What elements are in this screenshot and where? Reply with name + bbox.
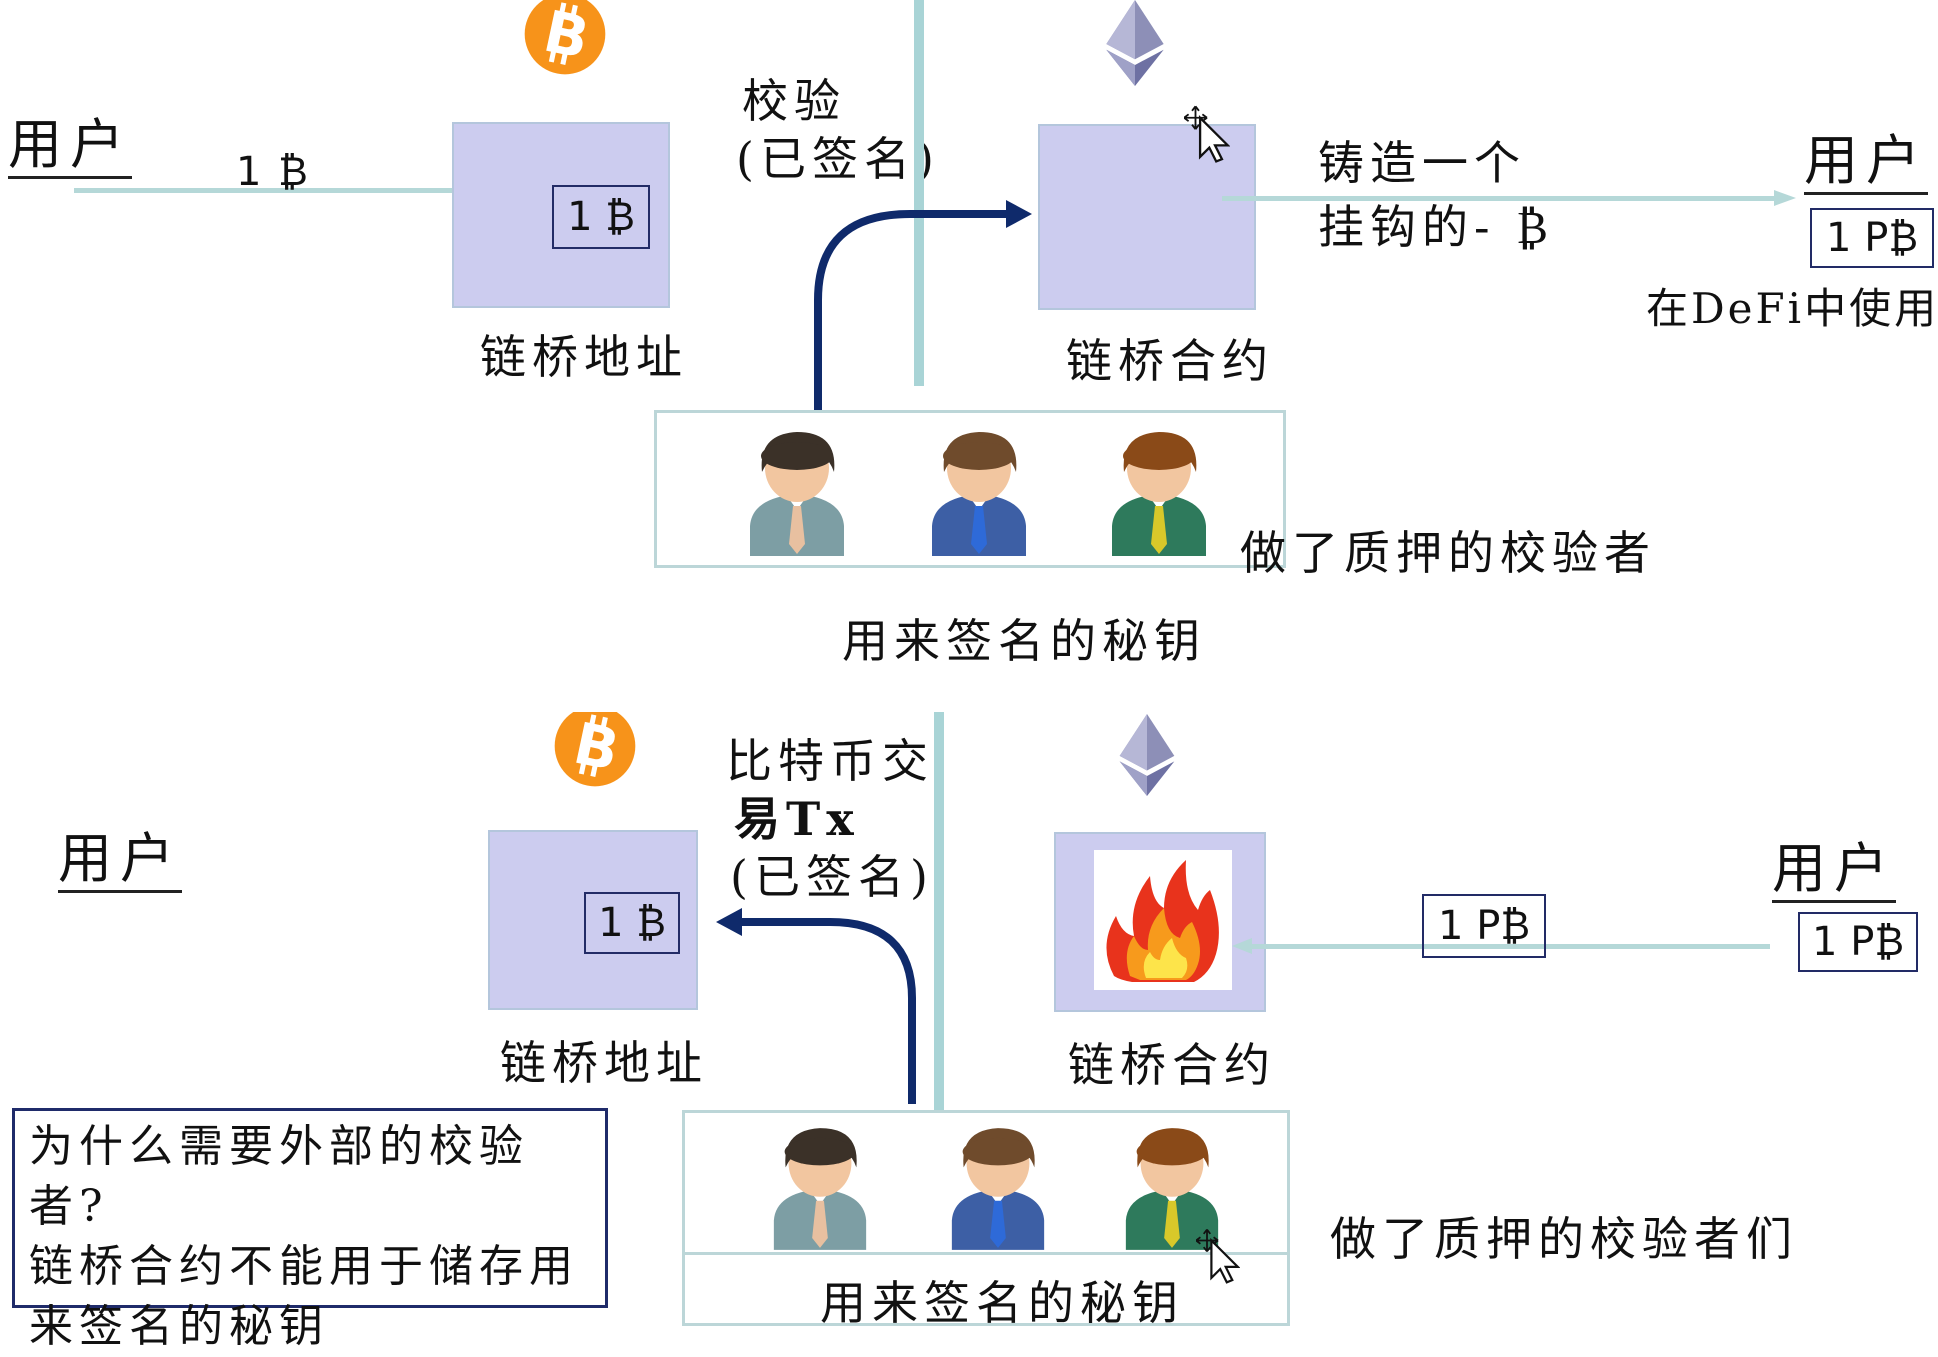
top-mint-arrowhead [1774, 190, 1796, 206]
bottom-section: 用户 1 ₿ 链桥地址 比特币交 易Tx (已签名) 链桥合约 1 P₿ 用户 … [0, 680, 1938, 1352]
bottom-user-left: 用户 [58, 832, 182, 893]
cursor-icon [1196, 1228, 1239, 1284]
bottom-ethereum-icon [1119, 714, 1175, 796]
bottom-burn-arrow-line [1248, 944, 1770, 949]
validator-person-icon [750, 432, 844, 556]
top-verify-label-2: (已签名) [736, 132, 940, 186]
top-user-right: 用户 [1804, 134, 1928, 195]
validator-person-icon [773, 1128, 867, 1250]
top-user-left: 用户 [8, 118, 132, 179]
top-bitcoin-icon [524, 0, 606, 75]
question-line-1: 为什么需要外部的校验者? [29, 1121, 529, 1232]
top-validators-label: 做了质押的校验者 [1240, 526, 1656, 580]
fire-icon [1094, 850, 1232, 990]
top-defi-label: 在DeFi中使用 [1646, 284, 1938, 333]
validator-person-icon [1112, 432, 1206, 556]
top-signing-key-label: 用来签名的秘钥 [842, 614, 1206, 668]
question-line-3: 来签名的秘钥 [29, 1301, 329, 1352]
validator-person-icon [951, 1128, 1045, 1250]
top-send-amount: 1 ₿ [236, 149, 310, 195]
bottom-bitcoin-icon [554, 712, 636, 787]
top-bridge-contract-label: 链桥合约 [1066, 334, 1274, 388]
bottom-burn-token: 1 P₿ [1422, 894, 1546, 958]
bottom-panel-divider [684, 1252, 1288, 1255]
top-chain-divider [914, 0, 924, 386]
bottom-tx-label-3: (已签名) [730, 850, 934, 904]
top-mint-arrow-line [1222, 196, 1782, 201]
top-section: 用户 1 ₿ 1 ₿ 链桥地址 校验 (已签名) 链桥合约 铸造一个 挂钩的- … [8, 0, 1938, 668]
top-ethereum-icon [1106, 0, 1164, 86]
question-box: 为什么需要外部的校验者? 链桥合约不能用于储存用 来签名的秘钥 [12, 1108, 608, 1352]
top-mint-label-2: 挂钩的- ₿ [1318, 200, 1554, 254]
top-user-right-token: 1 P₿ [1810, 208, 1934, 268]
top-bridge-address-box [452, 122, 670, 308]
top-mint-label-1: 铸造一个 [1318, 136, 1526, 190]
bottom-bridge-address-label: 链桥地址 [500, 1036, 708, 1090]
validator-person-icon [932, 432, 1026, 556]
top-send-arrow-line [74, 188, 544, 193]
bottom-user-right: 用户 [1772, 842, 1896, 903]
bottom-tx-label-2: 易Tx [734, 792, 860, 846]
bottom-user-right-token: 1 P₿ [1798, 912, 1918, 972]
bottom-bridge-address-token: 1 ₿ [584, 892, 680, 954]
bottom-tx-label-1: 比特币交 [726, 734, 934, 788]
bottom-signing-key-label: 用来签名的秘钥 [820, 1276, 1184, 1330]
bottom-validator-arrow [716, 908, 916, 1104]
top-validator-arrow [814, 200, 1032, 412]
bottom-bridge-address-box [488, 830, 698, 1010]
top-verify-label-1: 校验 [742, 74, 846, 128]
bottom-validators-label: 做了质押的校验者们 [1330, 1212, 1798, 1266]
bottom-chain-divider [934, 712, 944, 1114]
question-line-2: 链桥合约不能用于储存用 [29, 1241, 579, 1292]
bottom-bridge-contract-label: 链桥合约 [1068, 1038, 1276, 1092]
top-bridge-address-token: 1 ₿ [552, 185, 650, 249]
cursor-icon [1184, 105, 1229, 163]
top-bridge-address-label: 链桥地址 [480, 330, 688, 384]
bottom-burn-arrowhead [1232, 938, 1252, 954]
